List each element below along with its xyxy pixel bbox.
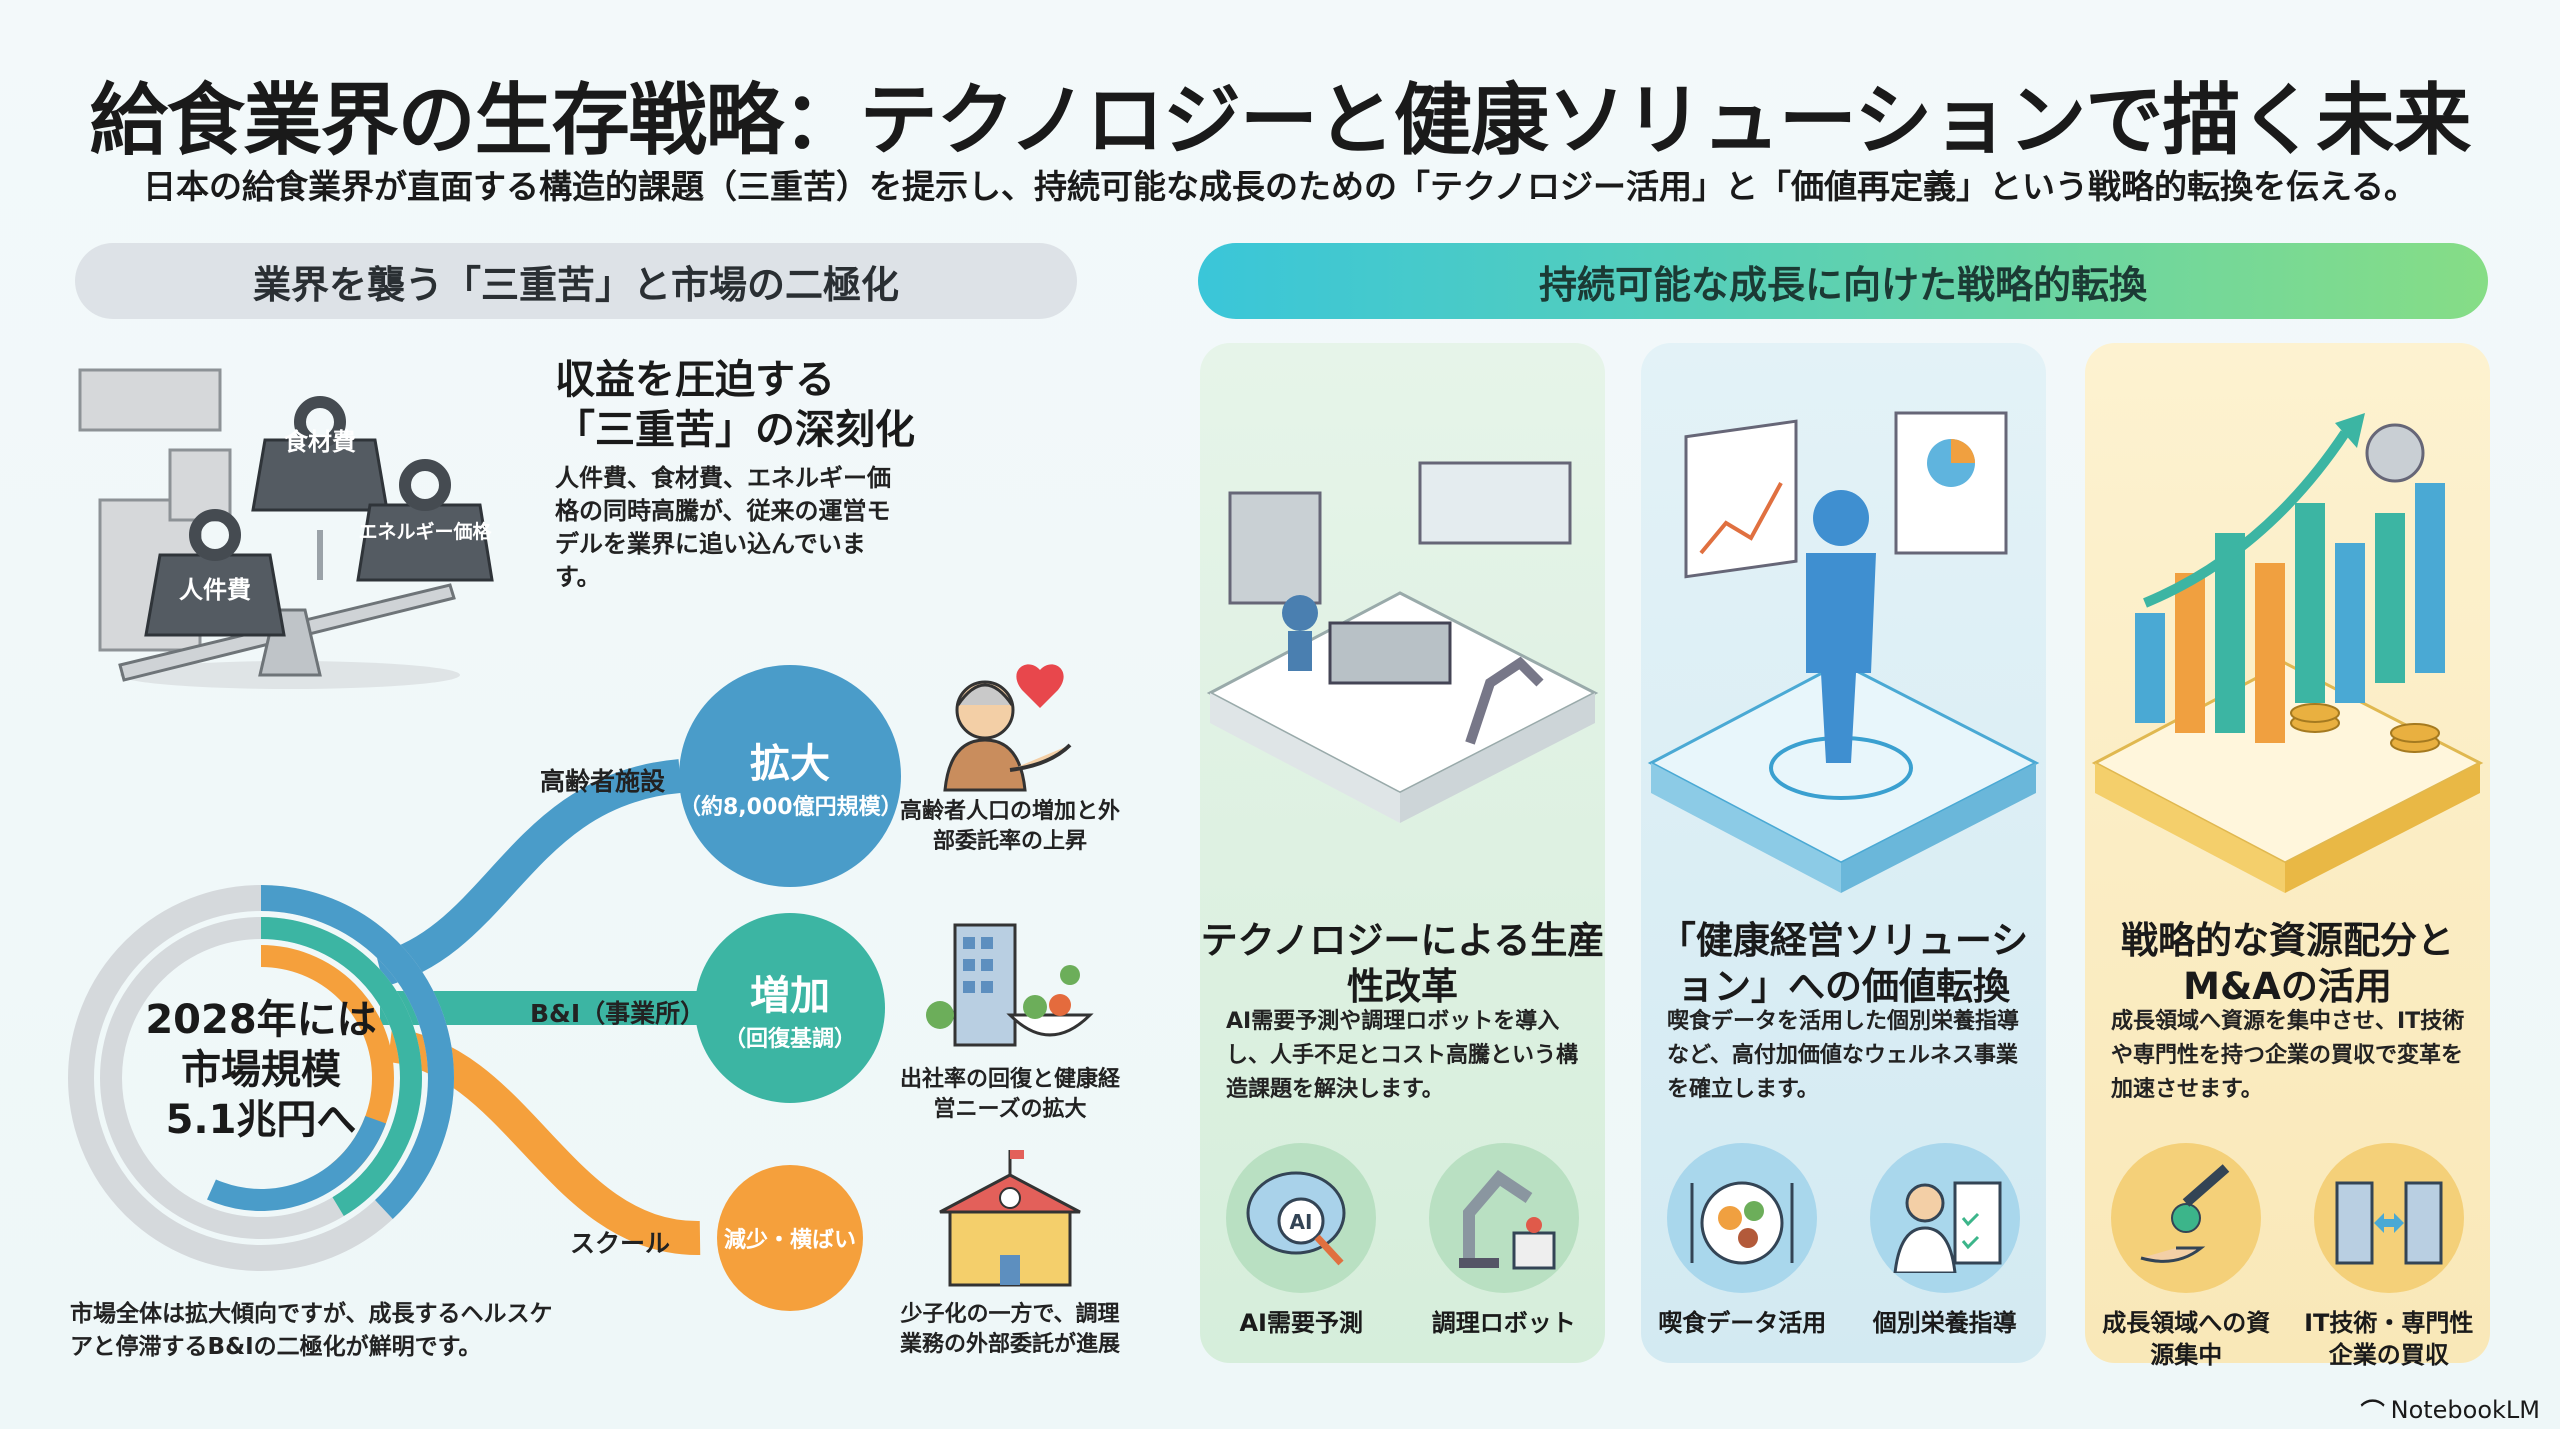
- icon-label: 喫食データ活用: [1658, 1309, 1827, 1337]
- card-body: AI需要予測や調理ロボットを導入し、人手不足とコスト高騰という構造課題を解決しま…: [1226, 1009, 1579, 1102]
- ai-brain-icon: AI: [1226, 1143, 1377, 1293]
- card-strategy: 戦略的な資源配分とM&Aの活用 成長領域へ資源を集中させ、IT技術や専門性を持つ…: [2085, 343, 2490, 1369]
- icon-label: 成長領域への資源集中: [2102, 1309, 2271, 1369]
- bubble-expand: 拡大 （約8,000億円規模）: [679, 665, 903, 887]
- icon-label: 調理ロボット: [1431, 1309, 1576, 1337]
- card-body: 成長領域へ資源を集中させ、IT技術や専門性を持つ企業の買収で変革を加速させます。: [2111, 1009, 2465, 1102]
- notebooklm-logo: ⌒ NotebookLM: [2361, 1392, 2540, 1427]
- notebooklm-icon: ⌒: [2360, 1398, 2385, 1426]
- svg-text:AI: AI: [1290, 1210, 1313, 1234]
- card-heading: 戦略的な資源配分とM&Aの活用: [2121, 919, 2454, 1008]
- growth-chart-illustration: [2091, 413, 2484, 893]
- right-section-header: 持続可能な成長に向けた戦略的転換: [1198, 243, 2488, 319]
- weight-label: エネルギー価格: [358, 520, 492, 543]
- market-note: 市場全体は拡大傾向ですが、成長するヘルスケアと停滞するB&Iの二極化が鮮明です。: [70, 1301, 553, 1360]
- smart-kitchen-illustration: [1206, 461, 1599, 823]
- hand-resource-icon: [2111, 1143, 2262, 1293]
- school-icon: [939, 1150, 1081, 1287]
- card-technology: テクノロジーによる生産性改革 AI需要予測や調理ロボットを導入し、人手不足とコス…: [1200, 343, 1605, 1363]
- segment-label-school: スクール: [570, 1229, 671, 1258]
- card-heading: 「健康経営ソリューション」への価値転換: [1658, 919, 2029, 1008]
- icon-label: 個別栄養指導: [1872, 1309, 2017, 1337]
- weight-label: 食材費: [284, 428, 356, 456]
- elderly-care-icon: [943, 664, 1072, 792]
- meal-plate-icon: [1667, 1143, 1818, 1293]
- bubble-decrease: 減少・横ばい: [717, 1165, 863, 1311]
- school-caption: 少子化の一方で、調理業務の外部委託が進展: [899, 1302, 1120, 1357]
- card-health: 「健康経営ソリューション」への価値転換 喫食データを活用した個別栄養指導など、高…: [1641, 343, 2046, 1363]
- page-title: 給食業界の生存戦略：テクノロジーと健康ソリューションで描く未来: [89, 76, 2472, 166]
- company-merger-icon: [2313, 1143, 2464, 1293]
- segment-label-bi: B&I（事業所）: [530, 999, 706, 1028]
- cooking-robot-icon: [1428, 1143, 1579, 1293]
- donut-center-text: 2028年には 市場規模 5.1兆円へ: [145, 997, 377, 1143]
- market-donut-diagram: [68, 759, 701, 1271]
- card-body: 喫食データを活用した個別栄養指導など、高付加価値なウェルネス事業を確立します。: [1667, 1009, 2020, 1102]
- left-section-header: 業界を襲う「三重苦」と市場の二極化: [75, 243, 1077, 319]
- health-data-illustration: [1647, 411, 2040, 893]
- page-subtitle: 日本の給食業界が直面する構造的課題（三重苦）を提示し、持続可能な成長のための「テ…: [142, 167, 2418, 206]
- card-heading: テクノロジーによる生産性改革: [1200, 919, 1605, 1008]
- icon-label: IT技術・専門性企業の買収: [2304, 1309, 2474, 1369]
- triple-burden-heading: 収益を圧迫する 「三重苦」の深刻化: [555, 357, 915, 453]
- office-salad-icon: [926, 923, 1094, 1047]
- segment-label-elderly: 高齢者施設: [540, 767, 666, 796]
- icon-label: AI需要予測: [1239, 1309, 1363, 1337]
- triple-burden-body: 人件費、食材費、エネルギー価格の同時高騰が、従来の運営モデルを業界に追い込んでい…: [555, 464, 891, 591]
- elderly-caption: 高齢者人口の増加と外部委託率の上昇: [899, 799, 1120, 854]
- weight-label: 人件費: [179, 576, 251, 604]
- bubble-increase: 増加 （回復基調）: [695, 913, 885, 1103]
- nutritionist-icon: [1869, 1143, 2020, 1293]
- scale-illustration: 食材費 エネルギー価格 人件費: [78, 368, 494, 689]
- bi-caption: 出社率の回復と健康経営ニーズの拡大: [899, 1067, 1120, 1122]
